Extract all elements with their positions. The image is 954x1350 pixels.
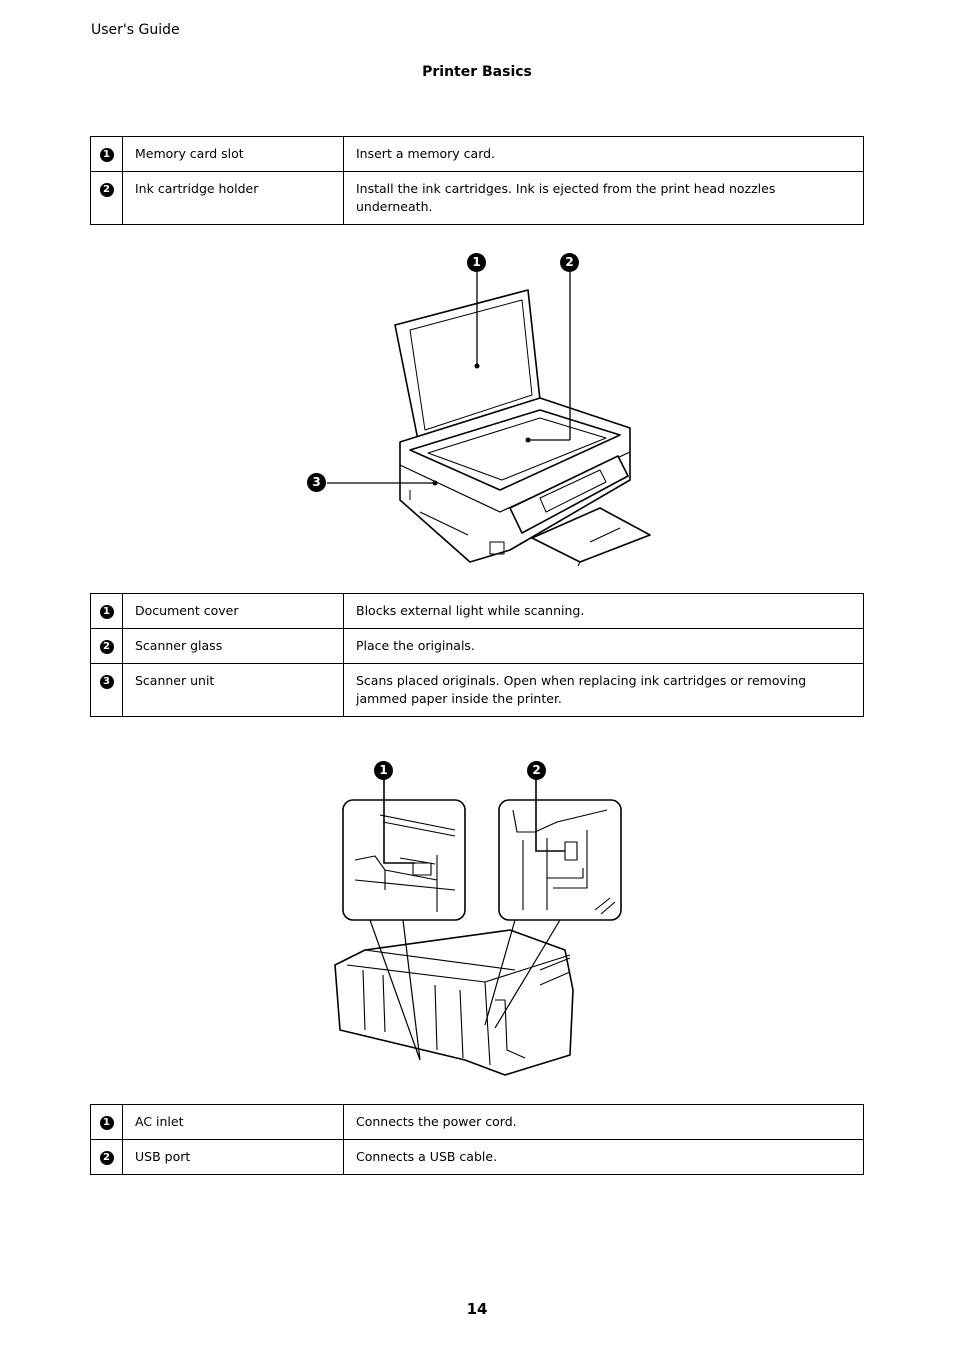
table-row: 1 AC inlet Connects the power cord. — [90, 1104, 864, 1140]
parts-table-1: 1 Memory card slot Insert a memory card.… — [90, 136, 864, 225]
part-description-cell: Scans placed originals. Open when replac… — [343, 663, 864, 717]
part-description-cell: Blocks external light while scanning. — [343, 593, 864, 629]
number-badge: 3 — [99, 674, 114, 689]
part-name-cell: Scanner unit — [122, 663, 344, 717]
table-row: 2 USB port Connects a USB cable. — [90, 1139, 864, 1175]
callout-1: 1 — [467, 253, 486, 272]
callout-1: 1 — [374, 761, 393, 780]
printer-rear-illustration — [334, 778, 622, 1076]
number-badge: 1 — [99, 147, 114, 162]
callout-2: 2 — [560, 253, 579, 272]
document-header-title: User's Guide — [91, 22, 180, 38]
table-row: 3 Scanner unit Scans placed originals. O… — [90, 663, 864, 717]
parts-table-2: 1 Document cover Blocks external light w… — [90, 593, 864, 717]
row-number-cell: 3 — [90, 663, 123, 717]
number-badge: 2 — [99, 1150, 114, 1165]
table-row: 2 Scanner glass Place the originals. — [90, 628, 864, 664]
part-description-cell: Connects a USB cable. — [343, 1139, 864, 1175]
table-row: 2 Ink cartridge holder Install the ink c… — [90, 171, 864, 225]
part-description-cell: Install the ink cartridges. Ink is eject… — [343, 171, 864, 225]
table-row: 1 Document cover Blocks external light w… — [90, 593, 864, 629]
row-number-cell: 2 — [90, 1139, 123, 1175]
part-name-cell: Document cover — [122, 593, 344, 629]
section-title: Printer Basics — [422, 64, 532, 80]
part-name-cell: AC inlet — [122, 1104, 344, 1140]
number-badge: 2 — [99, 639, 114, 654]
printer-scanner-illustration — [327, 272, 651, 567]
number-badge: 2 — [99, 182, 114, 197]
part-name-cell: Ink cartridge holder — [122, 171, 344, 225]
number-badge: 1 — [99, 604, 114, 619]
row-number-cell: 1 — [90, 593, 123, 629]
number-badge: 1 — [99, 1115, 114, 1130]
part-name-cell: Memory card slot — [122, 136, 344, 172]
row-number-cell: 1 — [90, 1104, 123, 1140]
callout-3: 3 — [307, 473, 326, 492]
part-description-cell: Connects the power cord. — [343, 1104, 864, 1140]
part-name-cell: Scanner glass — [122, 628, 344, 664]
table-row: 1 Memory card slot Insert a memory card. — [90, 136, 864, 172]
part-description-cell: Place the originals. — [343, 628, 864, 664]
row-number-cell: 2 — [90, 628, 123, 664]
callout-2: 2 — [527, 761, 546, 780]
page-number: 14 — [466, 1300, 488, 1318]
row-number-cell: 1 — [90, 136, 123, 172]
parts-table-3: 1 AC inlet Connects the power cord. 2 US… — [90, 1104, 864, 1175]
part-description-cell: Insert a memory card. — [343, 136, 864, 172]
row-number-cell: 2 — [90, 171, 123, 225]
part-name-cell: USB port — [122, 1139, 344, 1175]
